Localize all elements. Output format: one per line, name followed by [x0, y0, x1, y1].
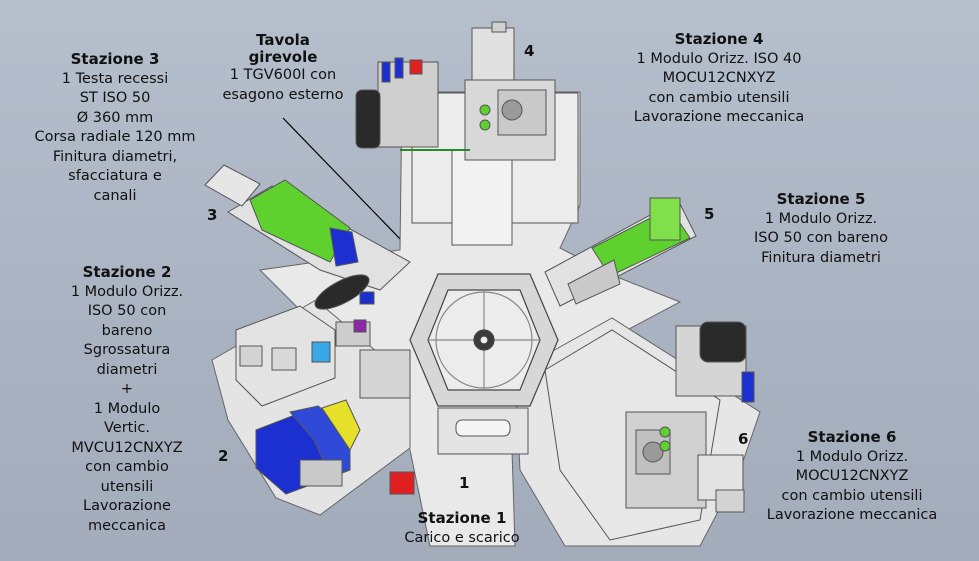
station-6-module [544, 321, 755, 541]
station-6-label: Stazione 6 1 Modulo Orizz. MOCU12CNXYZ c… [752, 428, 952, 526]
station-number-1: 1 [459, 474, 470, 492]
station-3-label: Stazione 3 1 Testa recessi ST ISO 50 Ø 3… [20, 50, 210, 206]
station-4-desc: 1 Modulo Orizz. ISO 40 MOCU12CNXYZ con c… [633, 50, 805, 126]
table-desc: 1 TGV600I con esagono esterno [222, 67, 344, 103]
station-2-title: Stazione 2 [82, 263, 172, 281]
station-1-load [437, 407, 529, 455]
station-5-module [544, 197, 697, 307]
table-label: Tavola girevole 1 TGV600I con esagono es… [200, 32, 366, 105]
station-number-4: 4 [524, 42, 535, 60]
station-4-module [355, 21, 579, 246]
station-6-desc: 1 Modulo Orizz. MOCU12CNXYZ con cambio u… [766, 448, 938, 524]
station-1-title: Stazione 1 [417, 509, 507, 527]
station-4-title: Stazione 4 [674, 30, 764, 48]
station-1-label: Stazione 1 Carico e scarico [385, 509, 539, 548]
station-2-label: Stazione 2 1 Modulo Orizz. ISO 50 con ba… [52, 263, 202, 536]
station-number-6: 6 [738, 430, 749, 448]
station-3-desc: 1 Testa recessi ST ISO 50 Ø 360 mm Corsa… [34, 70, 196, 204]
station-3-module [204, 164, 411, 310]
station-5-desc: 1 Modulo Orizz. ISO 50 con bareno Finitu… [754, 210, 888, 266]
table-title: Tavola girevole [248, 31, 318, 66]
station-3-title: Stazione 3 [70, 50, 160, 68]
station-2-module [235, 305, 415, 495]
station-6-title: Stazione 6 [807, 428, 897, 446]
station-1-desc: Carico e scarico [404, 529, 520, 546]
station-5-title: Stazione 5 [776, 190, 866, 208]
station-2-desc: 1 Modulo Orizz. ISO 50 con bareno Sgross… [70, 283, 184, 534]
station-5-label: Stazione 5 1 Modulo Orizz. ISO 50 con ba… [726, 190, 916, 268]
station-4-label: Stazione 4 1 Modulo Orizz. ISO 40 MOCU12… [604, 30, 834, 128]
station-number-2: 2 [218, 447, 229, 465]
rotary-table [409, 273, 559, 407]
station-number-5: 5 [704, 205, 715, 223]
station-number-3: 3 [207, 206, 218, 224]
